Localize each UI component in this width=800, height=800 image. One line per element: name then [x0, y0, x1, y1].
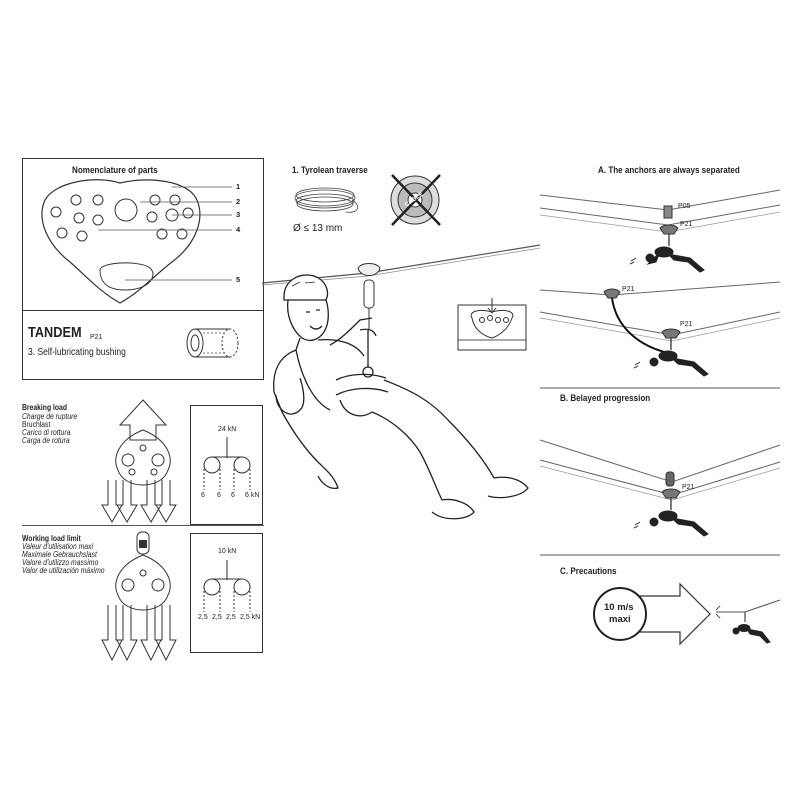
working-load-value-1: 2,5	[198, 614, 208, 621]
working-load-diagram-box	[190, 533, 263, 653]
label-p21-b: P21	[682, 484, 695, 491]
section-a-title: A. The anchors are always separated	[598, 165, 740, 176]
breaking-load-value-1: 6	[201, 492, 205, 499]
speed-value: 10 m/s	[604, 602, 634, 613]
breaking-load-fr: Charge de rupture	[22, 412, 78, 421]
breaking-load-de: Bruchlast	[22, 420, 51, 429]
speed-unit: maxi	[609, 614, 631, 625]
tyrolean-title: 1. Tyrolean traverse	[292, 165, 368, 176]
breaking-load-es: Carga de rotura	[22, 436, 70, 445]
working-load-it: Valore d'utilizzo massimo	[22, 558, 99, 567]
working-load-top-value: 10 kN	[218, 548, 237, 555]
working-load-title: Working load limit	[22, 534, 81, 543]
callout-2: 2	[236, 197, 241, 206]
label-p21-a1: P21	[680, 221, 693, 228]
section-c-title: C. Precautions	[560, 566, 617, 577]
section-b-title: B. Belayed progression	[560, 393, 651, 404]
nomenclature-divider	[22, 310, 264, 311]
label-p21-a2-bottom: P21	[680, 321, 693, 328]
breaking-load-it: Carico di rottura	[22, 428, 71, 437]
working-load-value-2: 2,5	[212, 614, 222, 621]
working-load-fr: Valeur d'utilisation maxi	[22, 542, 93, 551]
nomenclature-panel	[22, 158, 264, 380]
callout-3: 3	[236, 210, 241, 219]
breaking-load-diagram-box	[190, 405, 263, 525]
breaking-load-value-4: 6 kN	[245, 492, 260, 499]
tandem-model: P21	[90, 334, 103, 341]
working-load-value-4: 2,5 kN	[240, 614, 261, 621]
nomenclature-title: Nomenclature of parts	[72, 165, 158, 176]
section-divider	[22, 525, 264, 526]
label-p21-a2-top: P21	[622, 286, 635, 293]
working-load-de: Maximale Gebrauchslast	[22, 550, 97, 559]
tyrolean-diameter: Ø ≤ 13 mm	[293, 223, 343, 234]
callout-1: 1	[236, 182, 241, 191]
tandem-bushing: 3. Self-lubricating bushing	[28, 347, 126, 358]
breaking-load-value-2: 6	[217, 492, 221, 499]
label-p05: P05	[678, 203, 691, 210]
working-load-es: Valor de utilización máximo	[22, 566, 105, 575]
breaking-load-title: Breaking load	[22, 403, 67, 412]
breaking-load-value-3: 6	[231, 492, 235, 499]
callout-5: 5	[236, 275, 241, 284]
callout-4: 4	[236, 225, 241, 234]
breaking-load-top-value: 24 kN	[218, 426, 237, 433]
working-load-value-3: 2,5	[226, 614, 236, 621]
tandem-name: TANDEM	[28, 324, 82, 341]
